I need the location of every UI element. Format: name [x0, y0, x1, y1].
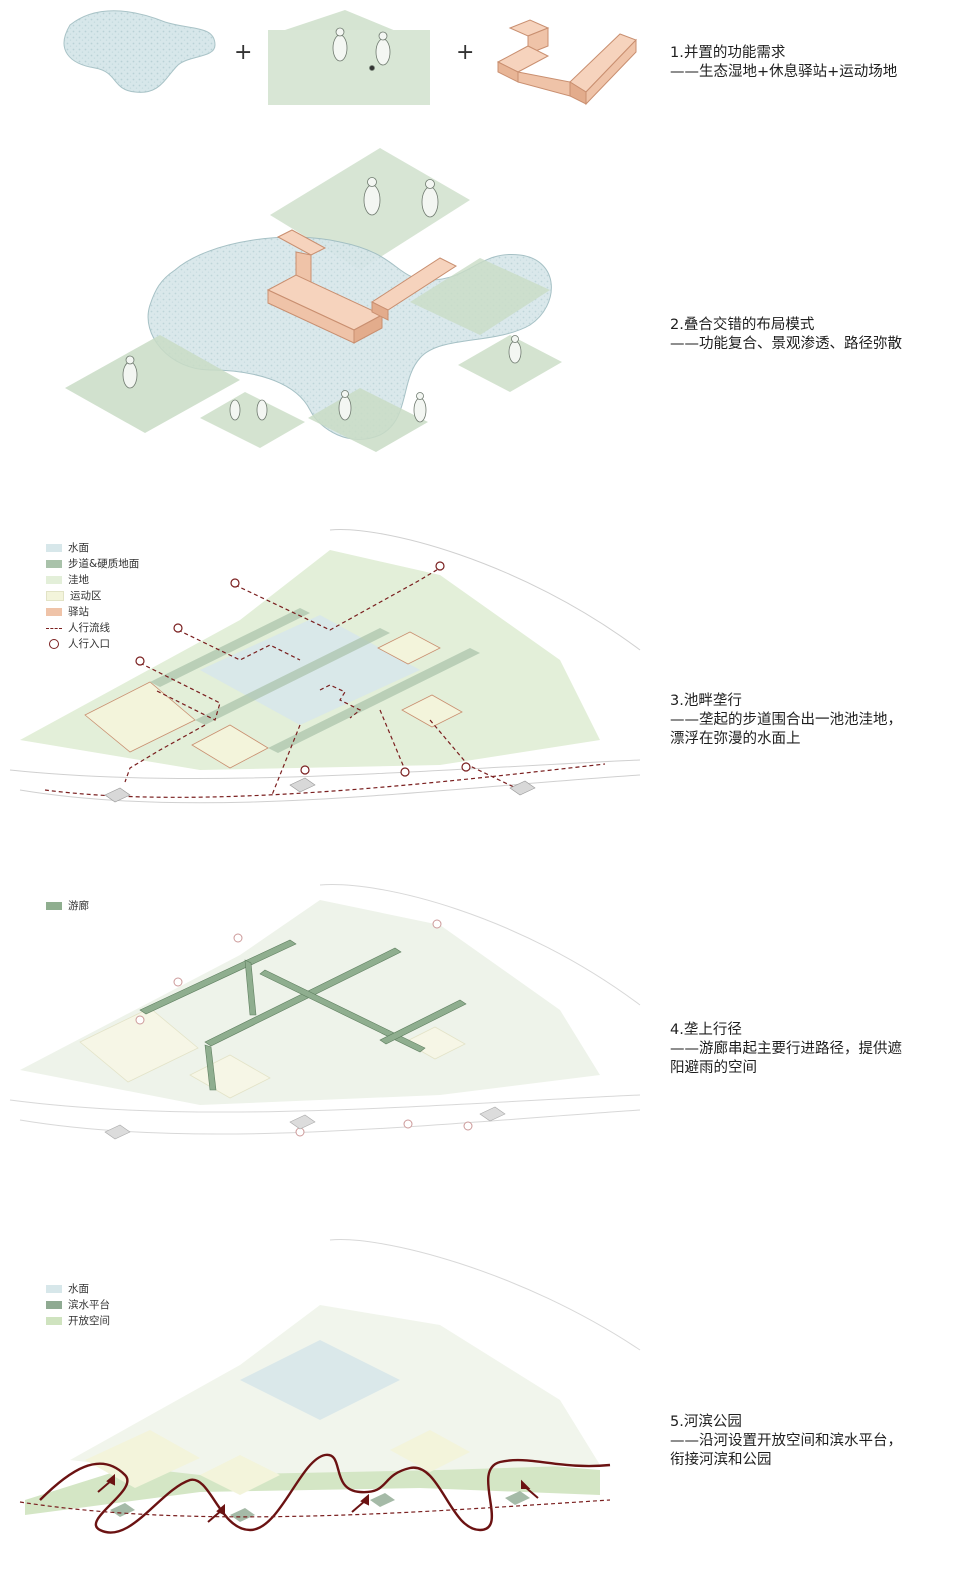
caption-2: 2.叠合交错的布局模式 ——功能复合、景观渗透、路径弥散 [670, 316, 955, 354]
sport-zone-left-5 [85, 1430, 200, 1488]
panel-ridge-walkways: 水面 步道&硬质地面 洼地 运动区 驿站 人行流线 人行入口 3.池畔垄行 ——… [0, 520, 960, 840]
plus-sign-2: + [456, 40, 475, 65]
caption-3: 3.池畔垄行 ——垄起的步道围合出一池池洼地， 漂浮在弥漫的水面上 [670, 692, 955, 749]
panel-functional-needs: + + 1.并置的功能需求 ——生态湿地+休息驿站+运动场地 [0, 0, 960, 125]
station-block-overlay [266, 229, 458, 344]
panel1-drawing [63, 10, 637, 106]
caption-5-line-2: 衔接河滨和公园 [670, 1452, 772, 1468]
legend-5: 水面 滨水平台 开放空间 [46, 1281, 110, 1329]
entrance-swatch [49, 639, 59, 649]
covered-corridors [139, 939, 467, 1091]
flow-line-swatch [46, 627, 62, 629]
water-zone-5 [240, 1340, 400, 1420]
walkway-swatch [46, 560, 62, 568]
sport-swatch [46, 591, 64, 601]
caption-1-line-1: ——生态湿地+休息驿站+运动场地 [670, 64, 898, 80]
sport-zone-right-4 [404, 1026, 466, 1060]
sport-zone-right [401, 694, 463, 728]
sport-zone-right-top [377, 631, 441, 665]
legend-3-lowland: 洼地 [46, 572, 139, 588]
panel4-plan [9, 884, 641, 1140]
caption-5-line-1: ——沿河设置开放空间和滨水平台， [670, 1433, 902, 1449]
sport-zone-mid-5 [200, 1455, 280, 1495]
caption-1-title: 1.并置的功能需求 [670, 45, 786, 61]
legend-5-water: 水面 [46, 1281, 110, 1297]
legend-4-corridor: 游廊 [46, 898, 89, 914]
site-outline [9, 529, 641, 804]
caption-3-line-1: ——垄起的步道围合出一池池洼地， [670, 712, 902, 728]
caption-5: 5.河滨公园 ——沿河设置开放空间和滨水平台， 衔接河滨和公园 [670, 1413, 955, 1470]
caption-4-title: 4.垄上行径 [670, 1022, 742, 1038]
players-overlay [122, 177, 522, 423]
river-paths [39, 1453, 611, 1534]
waterfront-swatch [46, 1301, 62, 1309]
legend-5-waterfront: 滨水平台 [46, 1297, 110, 1313]
rest-station-block [496, 19, 637, 106]
sport-zone-left-4 [79, 1007, 199, 1083]
legend-3-water: 水面 [46, 540, 139, 556]
caption-4-line-2: 阳避雨的空间 [670, 1060, 757, 1076]
legend-3: 水面 步道&硬质地面 洼地 运动区 驿站 人行流线 人行入口 [46, 540, 139, 652]
site-outline-5 [329, 1239, 641, 1351]
riverside-piers [104, 777, 536, 803]
sports-plane-left [65, 335, 240, 433]
walkway-strips [150, 608, 480, 753]
panel-riverside-park: 水面 滨水平台 开放空间 5.河滨公园 ——沿河设置开放空间和滨水平台， 衔接河… [0, 1230, 960, 1594]
corridor-swatch [46, 902, 62, 910]
pedestrian-entrances [135, 561, 471, 777]
water-swatch-5 [46, 1285, 62, 1293]
legend-4: 游廊 [46, 898, 89, 914]
caption-2-line-1: ——功能复合、景观渗透、路径弥散 [670, 336, 902, 352]
waterfront-platforms [110, 1491, 530, 1522]
station-swatch [46, 608, 62, 616]
riverside-piers-4 [104, 1106, 506, 1140]
panel-corridor-paths: 游廊 4.垄上行径 ——游廊串起主要行进路径，提供遮 阳避雨的空间 [0, 870, 960, 1190]
legend-3-flow: 人行流线 [46, 620, 139, 636]
sports-plane-mid-left [200, 392, 305, 448]
river-dash [19, 1499, 611, 1518]
players-figure [332, 27, 391, 71]
sport-zone-right-5 [390, 1430, 470, 1472]
wetland-blob [63, 10, 216, 93]
panel5-plan [19, 1239, 641, 1534]
caption-3-line-2: 漂浮在弥漫的水面上 [670, 731, 801, 747]
legend-3-entrance: 人行入口 [46, 636, 139, 652]
entrances-4 [135, 919, 473, 1137]
caption-4: 4.垄上行径 ——游廊串起主要行进路径，提供遮 阳避雨的空间 [670, 1021, 955, 1078]
legend-3-station: 驿站 [46, 604, 139, 620]
sports-plane-right [458, 335, 562, 392]
caption-3-title: 3.池畔垄行 [670, 693, 742, 709]
open-space-swatch [46, 1317, 62, 1325]
sports-plane-mid [308, 388, 428, 452]
plus-sign-1: + [234, 40, 253, 65]
panel2-drawing [65, 148, 562, 452]
panel3-plan [9, 529, 641, 804]
caption-1: 1.并置的功能需求 ——生态湿地+休息驿站+运动场地 [670, 44, 955, 82]
legend-3-walkway: 步道&硬质地面 [46, 556, 139, 572]
sports-plane-right-top [410, 258, 550, 335]
legend-5-open: 开放空间 [46, 1313, 110, 1329]
site-outline-4 [9, 884, 641, 1135]
water-swatch [46, 544, 62, 552]
caption-4-line-1: ——游廊串起主要行进路径，提供遮 [670, 1041, 902, 1057]
access-arrows [97, 1473, 539, 1523]
lowland-swatch [46, 576, 62, 584]
sports-field-square [268, 30, 430, 105]
caption-2-title: 2.叠合交错的布局模式 [670, 317, 815, 333]
panel-overlap-layout: 2.叠合交错的布局模式 ——功能复合、景观渗透、路径弥散 [0, 130, 960, 470]
legend-3-sport: 运动区 [46, 588, 139, 604]
caption-5-title: 5.河滨公园 [670, 1414, 742, 1430]
